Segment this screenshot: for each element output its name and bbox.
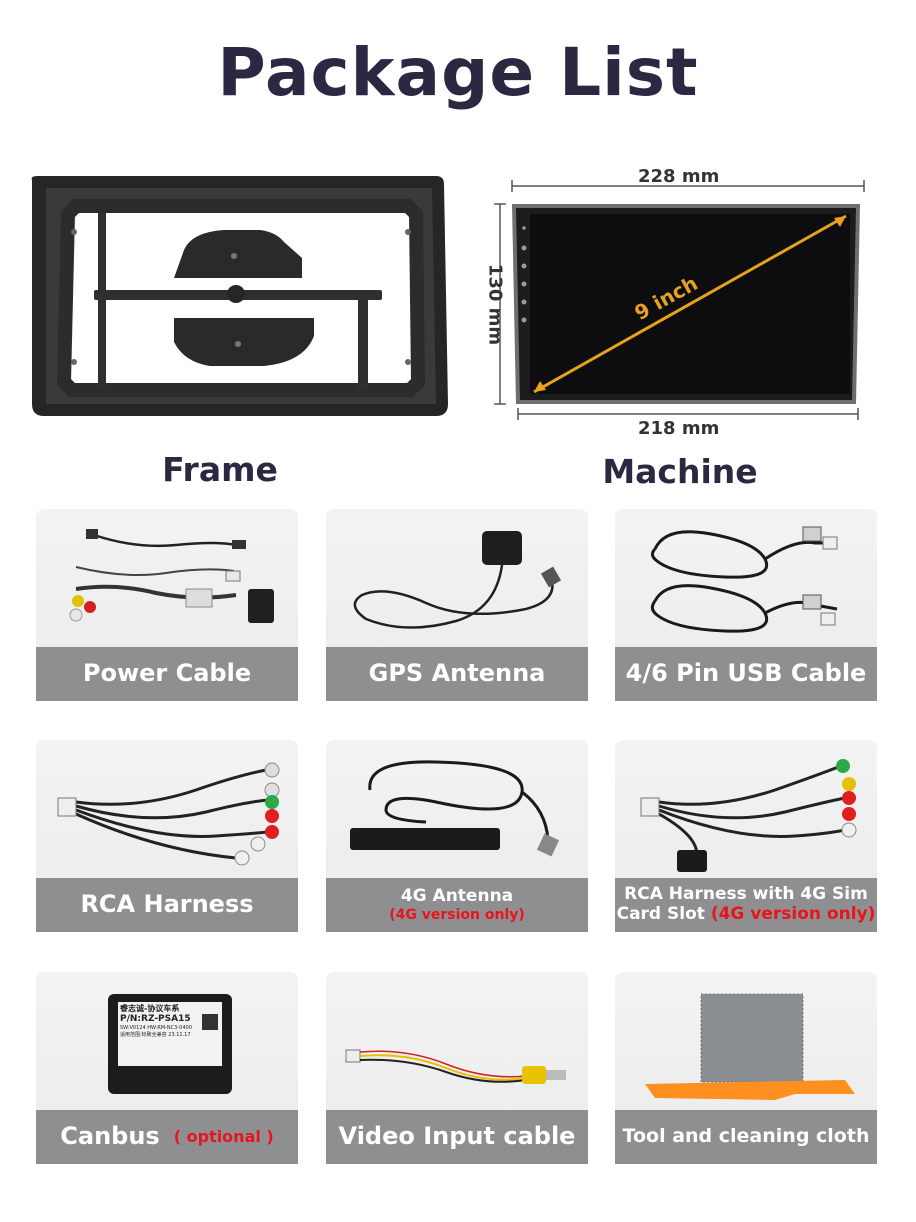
item-label: Video Input cable bbox=[338, 1122, 576, 1151]
page-title: Package List bbox=[217, 34, 699, 111]
canbus-line2: P/N:RZ-PSA15 bbox=[120, 1014, 191, 1024]
machine-illustration: 228 mm 218 mm 130 mm 9 inch bbox=[472, 160, 872, 450]
canbus-line4: 适用范围:标致全兼容 23.11.17 bbox=[120, 1031, 191, 1038]
item-gps-antenna: GPS Antenna bbox=[326, 509, 588, 701]
item-note: ( optional ) bbox=[173, 1126, 274, 1146]
item-label-band: RCA Harness with 4G Sim Card Slot (4G ve… bbox=[615, 878, 877, 932]
item-label-band: Power Cable bbox=[36, 647, 298, 701]
frame-illustration bbox=[24, 172, 454, 422]
item-label-band: RCA Harness bbox=[36, 878, 298, 932]
item-tool-cloth: Tool and cleaning cloth bbox=[615, 972, 877, 1164]
item-label-band: 4G Antenna (4G version only) bbox=[326, 878, 588, 932]
item-label: Canbus bbox=[60, 1122, 160, 1151]
item-note: (4G version only) bbox=[710, 904, 876, 924]
item-note: (4G version only) bbox=[389, 906, 525, 923]
machine-width-top: 228 mm bbox=[638, 166, 720, 187]
item-label: Tool and cleaning cloth bbox=[622, 1125, 870, 1148]
item-label-band: Canbus ( optional ) bbox=[36, 1110, 298, 1164]
item-label: RCA Harness bbox=[80, 890, 254, 919]
canbus-line1: 睿志诚-协议车系 bbox=[120, 1004, 180, 1013]
machine-height: 130 mm bbox=[484, 263, 506, 346]
item-label-line2: Card Slot bbox=[616, 904, 705, 924]
item-4g-antenna: 4G Antenna (4G version only) bbox=[326, 740, 588, 932]
canbus-box-label: 睿志诚-协议车系 P/N:RZ-PSA15 SW:V0124 HW:RM-NC3… bbox=[120, 1004, 200, 1038]
item-label-band: 4/6 Pin USB Cable bbox=[615, 647, 877, 701]
item-label-band: Tool and cleaning cloth bbox=[615, 1110, 877, 1164]
item-rca-harness-4g: RCA Harness with 4G Sim Card Slot (4G ve… bbox=[615, 740, 877, 932]
item-label: Power Cable bbox=[82, 659, 252, 688]
canbus-line3: SW:V0124 HW:RM-NC3-0400 bbox=[120, 1025, 192, 1032]
item-label: GPS Antenna bbox=[368, 659, 546, 688]
item-canbus: 睿志诚-协议车系 P/N:RZ-PSA15 SW:V0124 HW:RM-NC3… bbox=[36, 972, 298, 1164]
frame-label: Frame bbox=[162, 450, 278, 489]
item-label: 4/6 Pin USB Cable bbox=[625, 659, 867, 688]
item-rca-harness: RCA Harness bbox=[36, 740, 298, 932]
item-power-cable: Power Cable bbox=[36, 509, 298, 701]
machine-label: Machine bbox=[602, 452, 758, 491]
item-label-band: GPS Antenna bbox=[326, 647, 588, 701]
item-label-band: Video Input cable bbox=[326, 1110, 588, 1164]
item-label-line1: RCA Harness with 4G Sim bbox=[624, 884, 868, 905]
item-usb-cable: 4/6 Pin USB Cable bbox=[615, 509, 877, 701]
item-video-input-cable: Video Input cable bbox=[326, 972, 588, 1164]
machine-width-bottom: 218 mm bbox=[638, 418, 720, 439]
item-label: 4G Antenna bbox=[400, 886, 514, 907]
